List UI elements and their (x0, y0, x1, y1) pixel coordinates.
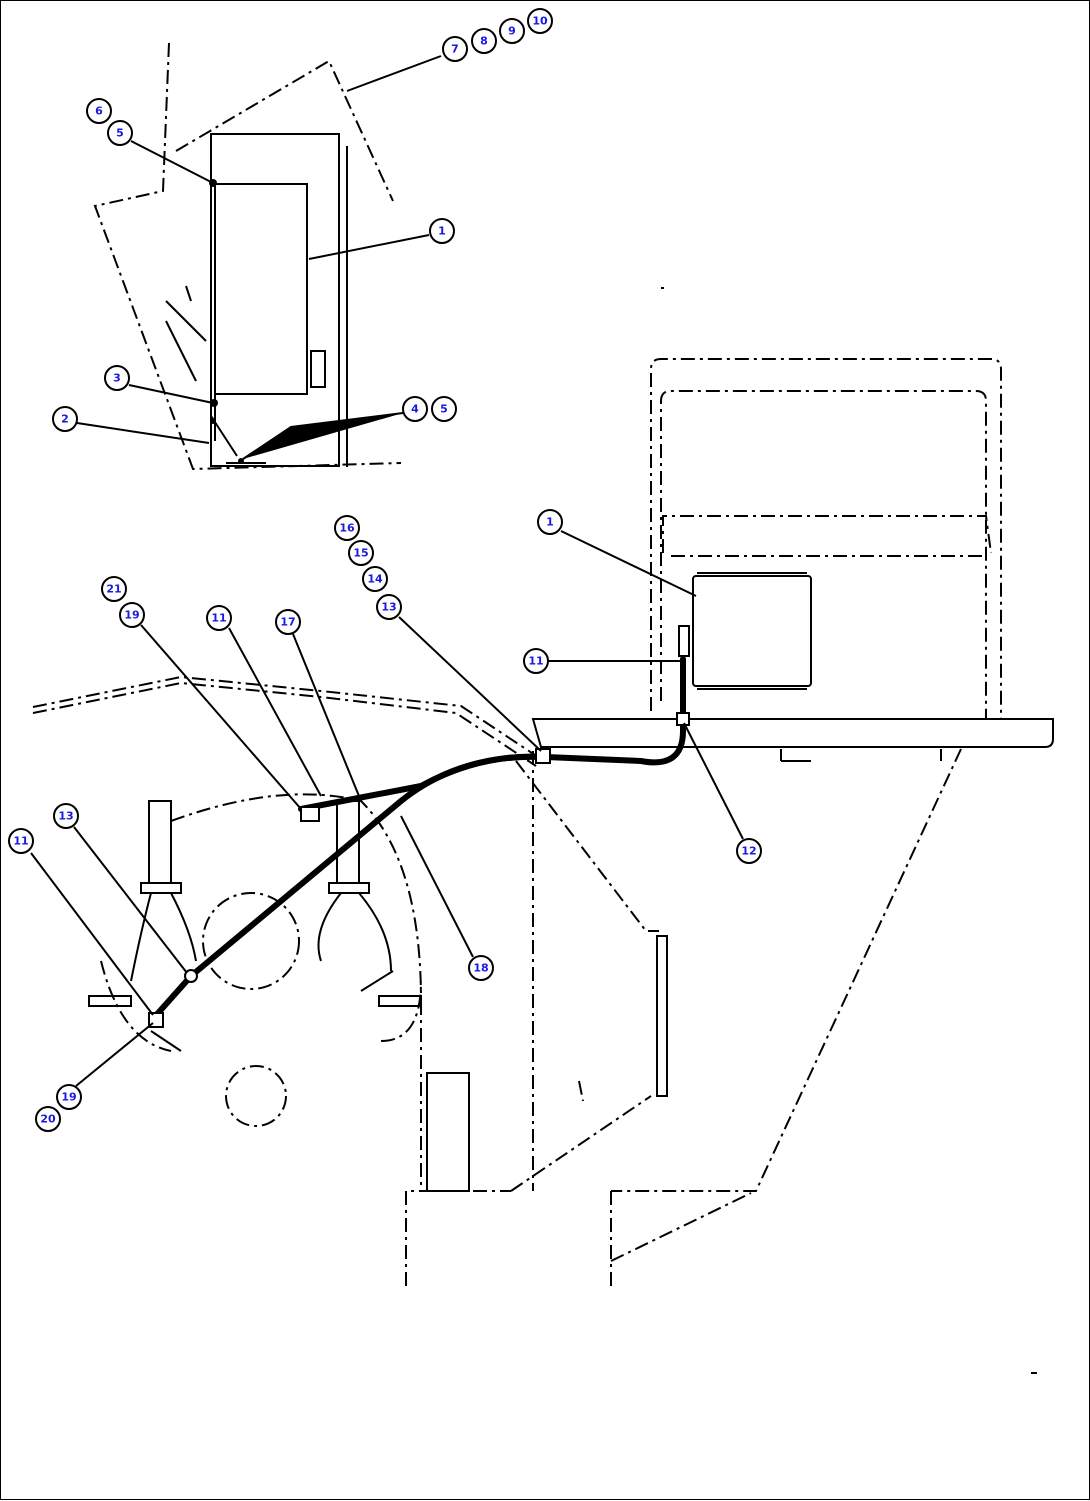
svg-text:4: 4 (411, 403, 419, 416)
svg-text:15: 15 (353, 547, 368, 560)
callout-19: 19 (56, 1084, 82, 1110)
svg-text:13: 13 (58, 810, 73, 823)
svg-text:1: 1 (546, 516, 554, 529)
machine-outline (32, 358, 1054, 1286)
leader-lines (30, 55, 744, 1087)
hose-routing (148, 656, 690, 1028)
callout-18: 18 (468, 955, 494, 981)
svg-text:3: 3 (113, 372, 121, 385)
callout-14: 14 (362, 566, 388, 592)
callout-5: 5 (107, 120, 133, 146)
callout-13: 13 (376, 594, 402, 620)
svg-text:5: 5 (440, 403, 448, 416)
svg-text:8: 8 (480, 35, 488, 48)
svg-text:16: 16 (339, 522, 355, 535)
callout-2: 2 (52, 406, 78, 432)
callout-7: 7 (442, 36, 468, 62)
callout-13: 13 (53, 803, 79, 829)
callout-5: 5 (431, 396, 457, 422)
svg-text:1: 1 (438, 225, 446, 238)
callout-1: 1 (429, 218, 455, 244)
svg-text:2: 2 (61, 413, 69, 426)
callout-11: 11 (206, 605, 232, 631)
callout-20: 20 (35, 1106, 61, 1132)
callout-21: 21 (101, 576, 127, 602)
callout-11: 11 (523, 648, 549, 674)
callout-15: 15 (348, 540, 374, 566)
svg-text:6: 6 (95, 105, 103, 118)
svg-text:19: 19 (61, 1091, 76, 1104)
svg-text:17: 17 (280, 616, 295, 629)
callout-6: 6 (86, 98, 112, 124)
callout-8: 8 (471, 28, 497, 54)
callout-10: 10 (527, 8, 553, 34)
svg-text:13: 13 (381, 601, 396, 614)
svg-text:11: 11 (528, 655, 543, 668)
callout-9: 9 (499, 18, 525, 44)
upper-detail-view (93, 42, 402, 471)
svg-text:11: 11 (13, 835, 28, 848)
svg-text:12: 12 (741, 845, 756, 858)
svg-text:9: 9 (508, 25, 516, 38)
svg-text:10: 10 (532, 15, 548, 28)
svg-text:5: 5 (116, 127, 124, 140)
callout-1: 1 (537, 509, 563, 535)
callout-4: 4 (402, 396, 428, 422)
callout-17: 17 (275, 609, 301, 635)
callout-11: 11 (8, 828, 34, 854)
callout-3: 3 (104, 365, 130, 391)
svg-text:20: 20 (40, 1113, 56, 1126)
callout-12: 12 (736, 838, 762, 864)
svg-text:11: 11 (211, 612, 226, 625)
svg-text:18: 18 (473, 962, 488, 975)
callouts: 7 8 9 10 6 5 1 3 2 4 5 16 15 14 13 1 21 … (8, 8, 762, 1132)
svg-text:14: 14 (367, 573, 383, 586)
svg-text:21: 21 (106, 583, 121, 596)
callout-16: 16 (334, 515, 360, 541)
callout-19: 19 (119, 602, 145, 628)
svg-text:7: 7 (451, 43, 459, 56)
svg-text:19: 19 (124, 609, 139, 622)
